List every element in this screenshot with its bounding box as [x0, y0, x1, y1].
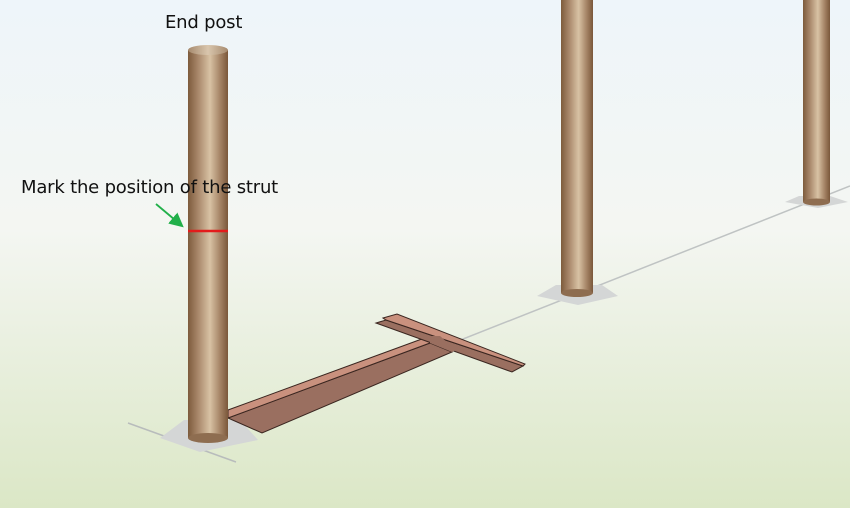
mark-strut-label: Mark the position of the strut	[21, 177, 279, 198]
far-post	[803, 0, 830, 206]
middle-post	[561, 0, 593, 297]
end-post-label: End post	[165, 12, 243, 33]
pointer-arrow-icon	[155, 203, 184, 228]
strut-trench	[226, 313, 526, 434]
end-post	[188, 45, 228, 443]
